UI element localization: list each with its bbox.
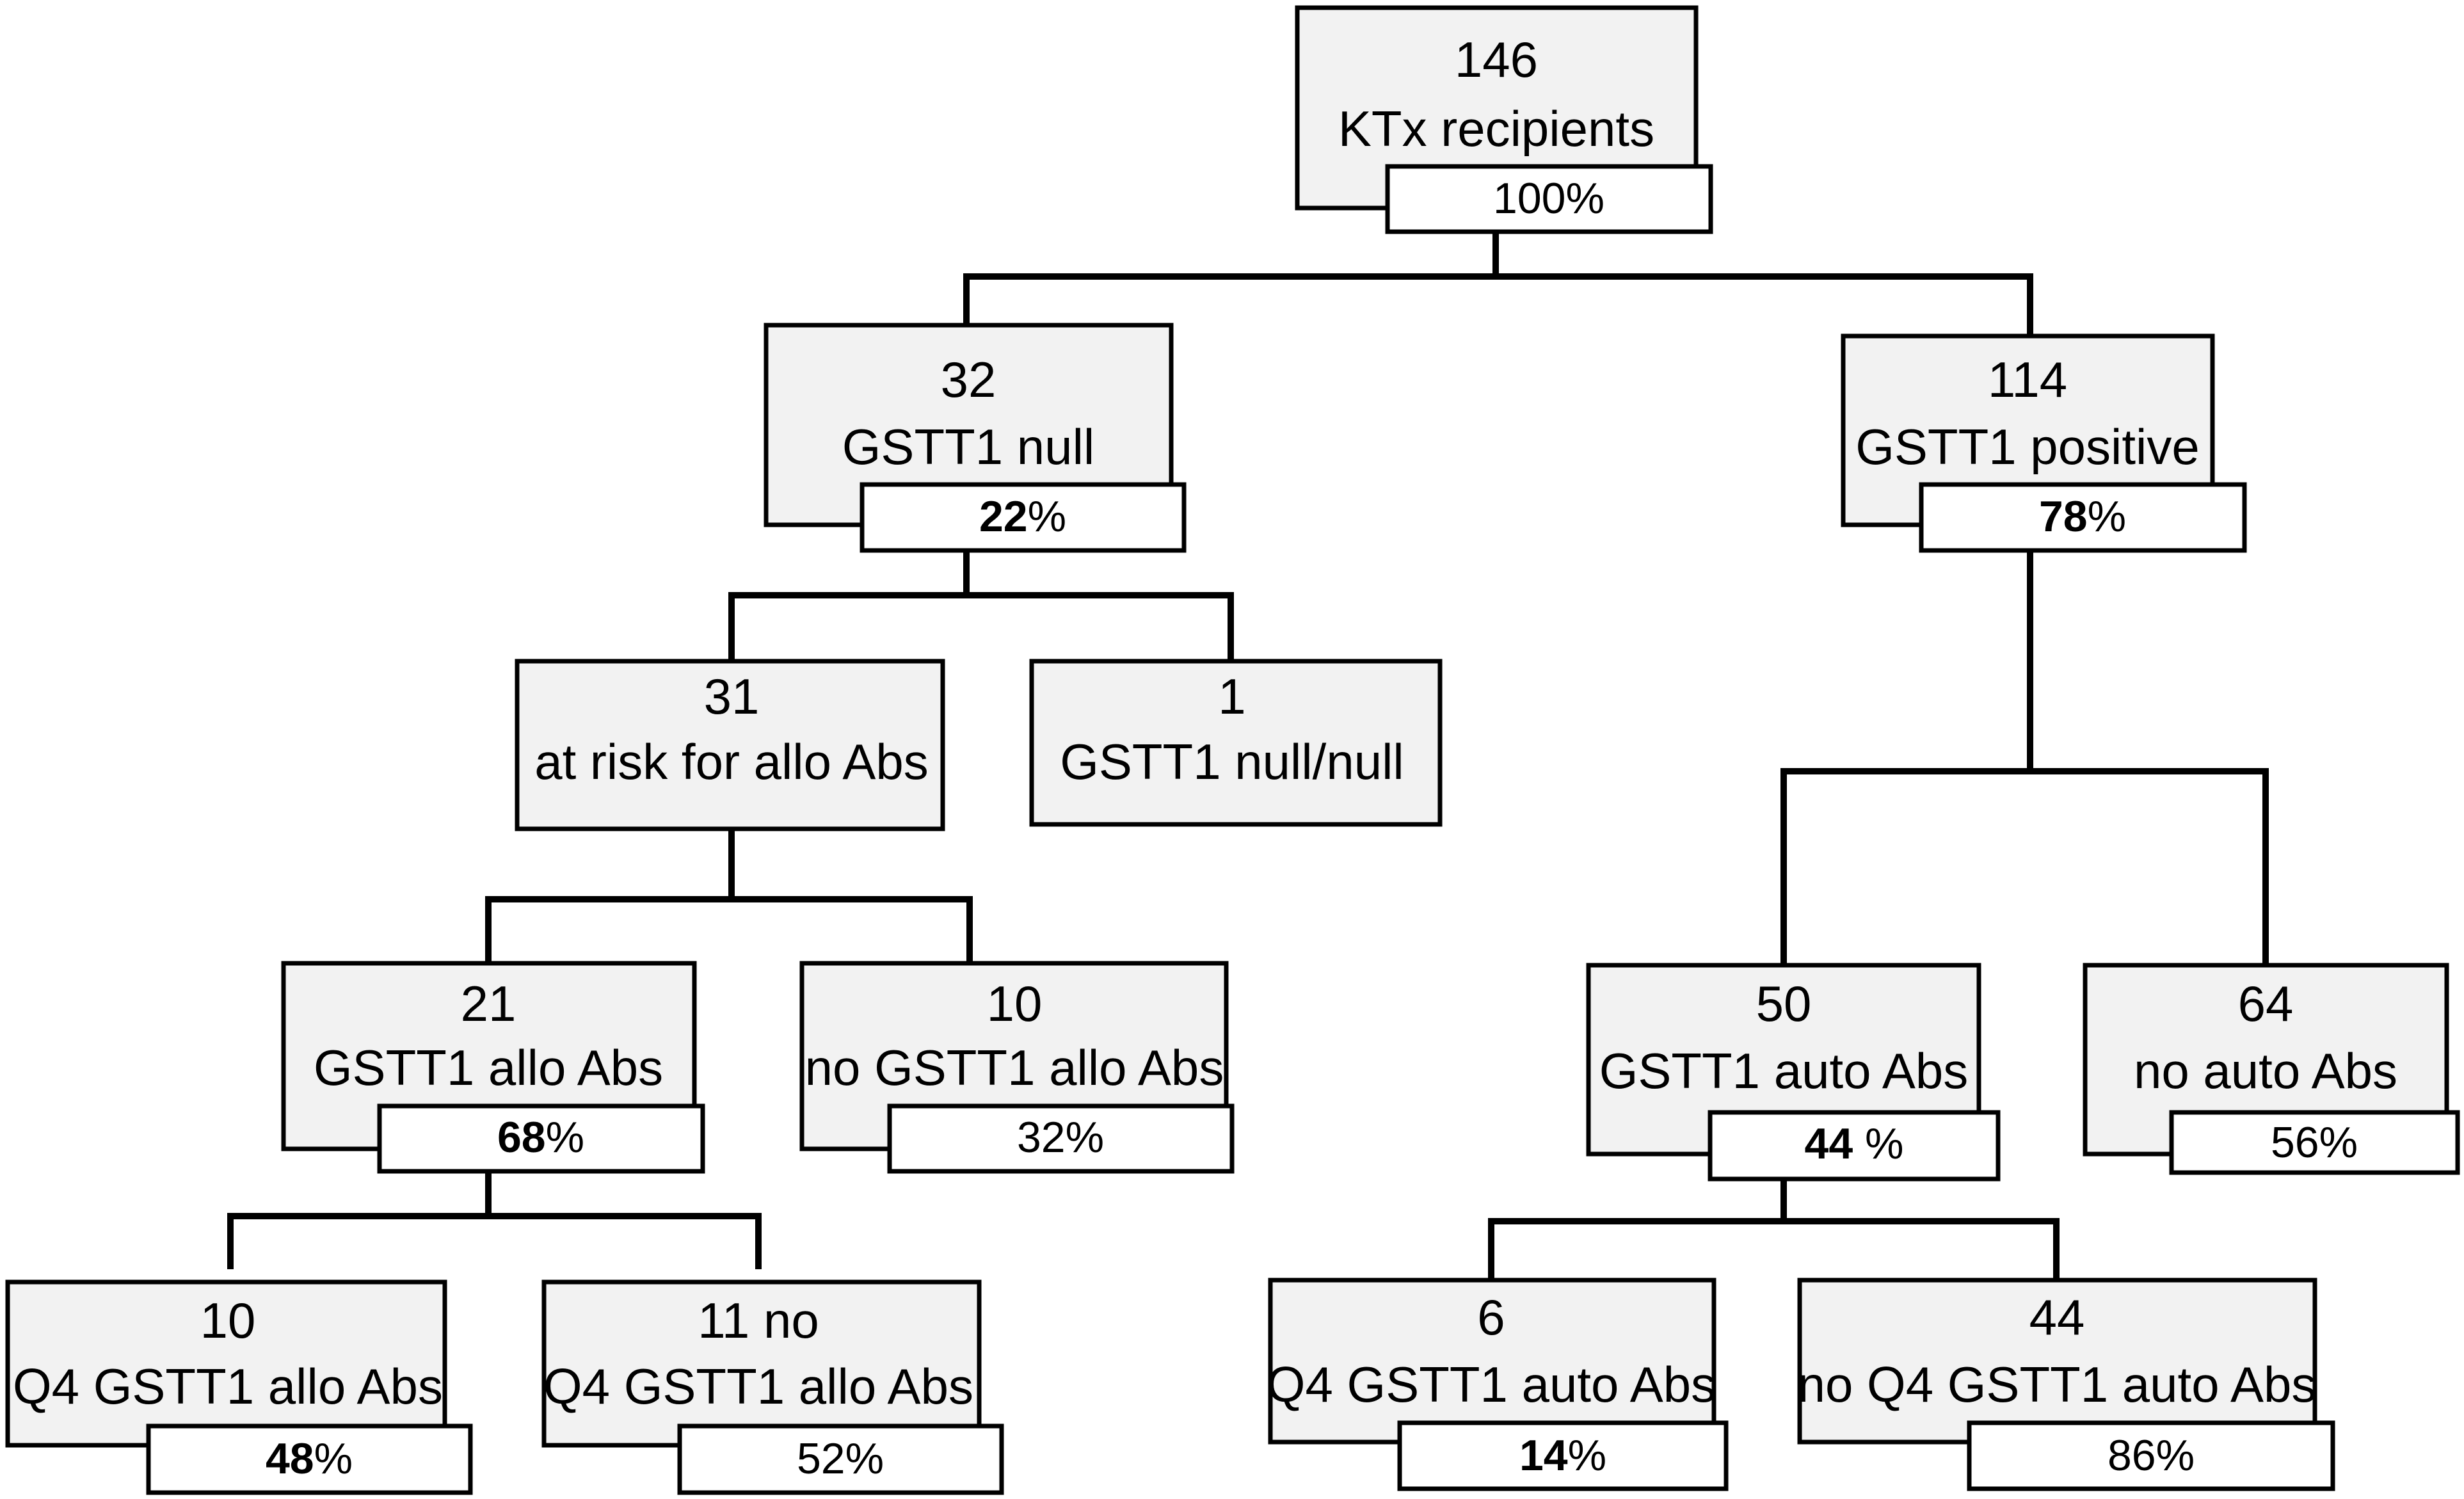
connector-positive: [1780, 547, 2269, 968]
percentage-value: 78%: [2039, 492, 2126, 541]
node-label: GSTT1 auto Abs: [1599, 1043, 1969, 1099]
node-gstt1-null-null: 1 GSTT1 null/null: [1029, 659, 1443, 827]
connectors: [227, 228, 2269, 1280]
node-label: at risk for allo Abs: [534, 733, 929, 790]
node-count: 6: [1477, 1289, 1505, 1345]
percentage-value: 14%: [1519, 1431, 1606, 1480]
node-no-auto-abs: 64 no auto Abs 56%: [2083, 963, 2460, 1175]
node-box: [1029, 659, 1443, 827]
node-q4-gstt1-auto-abs: 6 Q4 GSTT1 auto Abs 14%: [1267, 1278, 1729, 1491]
node-count: 21: [461, 975, 516, 1032]
percentage-box: [2169, 1110, 2460, 1175]
node-count: 64: [2238, 975, 2294, 1032]
connector-allo-abs: [227, 1170, 762, 1269]
percentage-value: 44 %: [1805, 1119, 1904, 1168]
node-label: Q4 GSTT1 auto Abs: [1267, 1356, 1716, 1413]
node-count: 44: [2029, 1289, 2085, 1345]
node-box: [1268, 1278, 1716, 1445]
percentage-value: 68%: [497, 1113, 584, 1162]
node-box: [1797, 1278, 2317, 1445]
node-count: 10: [200, 1292, 256, 1349]
node-gstt1-allo-abs: 21 GSTT1 allo Abs 68%: [281, 961, 705, 1174]
node-count: 31: [704, 668, 760, 725]
percentage-box: [146, 1423, 473, 1495]
node-count: 11 no: [698, 1292, 819, 1349]
node-gstt1-auto-abs: 50 GSTT1 auto Abs 44 %: [1586, 963, 2001, 1182]
node-label: no GSTT1 allo Abs: [805, 1039, 1224, 1096]
percentage-box: [1397, 1420, 1729, 1491]
node-no-gstt1-allo-abs: 10 no GSTT1 allo Abs 32%: [799, 961, 1235, 1174]
percentage-box: [1919, 482, 2247, 553]
percentage-box: [677, 1423, 1004, 1495]
node-q4-gstt1-allo-abs: 10 Q4 GSTT1 allo Abs 48%: [5, 1279, 473, 1495]
percentage-value: 52%: [797, 1434, 884, 1483]
connector-auto-abs: [1488, 1176, 2060, 1280]
node-no-q4-gstt1-allo-abs: 11 no Q4 GSTT1 allo Abs 52%: [541, 1279, 1004, 1495]
node-total-recipients: 146 KTx recipients 100%: [1295, 5, 1713, 234]
node-count: 1: [1218, 668, 1245, 725]
node-gstt1-null: 32 GSTT1 null 22%: [764, 323, 1187, 553]
node-count: 50: [1756, 975, 1812, 1032]
node-label: no Q4 GSTT1 auto Abs: [1798, 1356, 2317, 1413]
node-label: GSTT1 positive: [1855, 419, 2200, 475]
percentage-box: [1708, 1110, 2001, 1182]
node-count: 10: [987, 975, 1043, 1032]
percentage-value: 86%: [2108, 1431, 2195, 1480]
node-label: no auto Abs: [2134, 1043, 2397, 1099]
percentage-value: 100%: [1493, 174, 1604, 223]
node-count: 32: [941, 351, 996, 408]
node-count: 146: [1455, 31, 1538, 88]
percentage-box: [860, 482, 1187, 553]
node-label: GSTT1 null/null: [1060, 733, 1404, 790]
percentage-value: 32%: [1017, 1113, 1104, 1162]
node-at-risk-for-allo-abs: 31 at risk for allo Abs: [515, 659, 945, 831]
percentage-box: [1385, 164, 1713, 234]
node-box: [515, 659, 945, 831]
percentage-box: [887, 1103, 1235, 1174]
node-no-q4-gstt1-auto-abs: 44 no Q4 GSTT1 auto Abs 86%: [1797, 1278, 2335, 1491]
percentage-value: 22%: [979, 492, 1066, 541]
node-label: Q4 GSTT1 allo Abs: [13, 1358, 443, 1415]
percentage-value: 48%: [266, 1434, 353, 1483]
connector-at-risk: [485, 827, 973, 966]
node-box: [5, 1279, 447, 1448]
connector-root: [963, 228, 2033, 339]
node-count: 114: [1988, 351, 2067, 408]
node-gstt1-positive: 114 GSTT1 positive 78%: [1841, 333, 2247, 553]
percentage-value: 56%: [2271, 1118, 2358, 1167]
percentage-box: [377, 1103, 705, 1174]
connector-null: [728, 547, 1234, 661]
percentage-box: [1967, 1420, 2335, 1491]
node-box: [541, 1279, 982, 1448]
node-label: GSTT1 null: [842, 419, 1094, 475]
node-label: GSTT1 allo Abs: [314, 1039, 663, 1096]
node-label: KTx recipients: [1338, 100, 1654, 157]
node-label: Q4 GSTT1 allo Abs: [543, 1358, 973, 1415]
